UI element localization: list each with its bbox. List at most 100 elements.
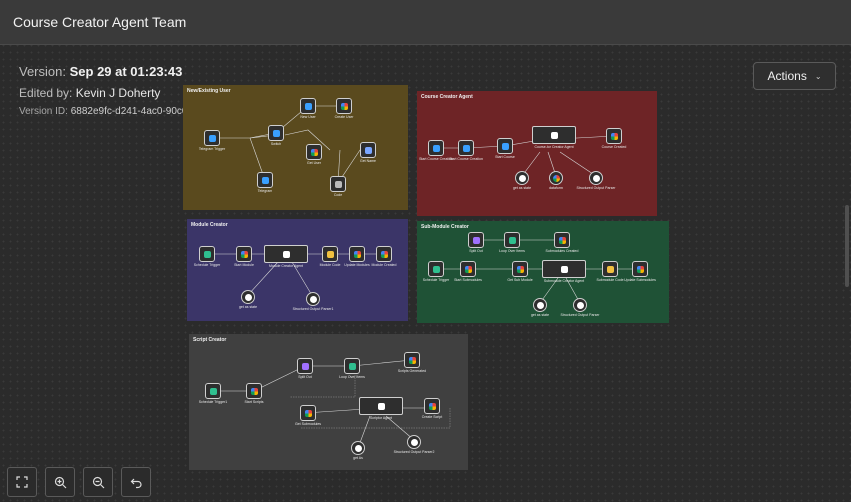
node-icon	[380, 250, 388, 258]
undo-button[interactable]	[121, 467, 151, 497]
group-course-creator-agent[interactable]: Course Creator Agent	[417, 91, 657, 216]
workflow-node[interactable]	[589, 171, 603, 185]
workflow-node[interactable]	[428, 140, 444, 156]
node-icon	[558, 236, 566, 244]
workflow-node[interactable]	[264, 245, 308, 263]
workflow-node[interactable]	[297, 358, 313, 374]
workflow-node[interactable]	[246, 383, 262, 399]
node-icon	[610, 132, 618, 140]
workflow-node[interactable]	[407, 435, 421, 449]
node-label: Start Submodules	[454, 278, 482, 282]
version-row: Version: Sep 29 at 01:23:43	[19, 64, 256, 79]
workflow-node[interactable]	[344, 358, 360, 374]
node-label: Module Created	[371, 263, 397, 267]
node-label: Structured Output Parser1	[292, 307, 334, 311]
node-icon	[240, 250, 248, 258]
node-icon	[432, 265, 440, 273]
workflow-node[interactable]	[532, 126, 576, 144]
fullscreen-button[interactable]	[7, 467, 37, 497]
workflow-node[interactable]	[606, 128, 622, 144]
node-label: Switch	[270, 142, 282, 146]
workflow-node[interactable]	[205, 383, 221, 399]
node-label: Submodule Code	[596, 278, 624, 282]
zoom-out-icon	[92, 476, 104, 488]
workflow-node[interactable]	[359, 397, 403, 415]
actions-button[interactable]: Actions ⌄	[753, 62, 836, 90]
node-label: Module Code	[319, 263, 341, 267]
node-icon	[606, 265, 614, 273]
workflow-node[interactable]	[204, 130, 220, 146]
node-label: Module Creator Agent	[268, 264, 304, 268]
workflow-node[interactable]	[632, 261, 648, 277]
zoom-out-button[interactable]	[83, 467, 113, 497]
workflow-node[interactable]	[199, 246, 215, 262]
workflow-node[interactable]	[424, 398, 440, 414]
node-label: Scripts Generated	[397, 369, 427, 373]
workflow-node[interactable]	[602, 261, 618, 277]
workflow-node[interactable]	[322, 246, 338, 262]
node-icon	[516, 265, 524, 273]
version-id-row: Version ID: 6882e9fc-d241-4ac0-90c0-85d8…	[19, 106, 256, 117]
workflow-node[interactable]	[257, 172, 273, 188]
top-bar: Course Creator Agent Team	[0, 0, 851, 45]
workflow-node[interactable]	[504, 232, 520, 248]
node-label: Update Modules	[344, 263, 370, 267]
node-label: Get Sub Module	[507, 278, 533, 282]
zoom-in-button[interactable]	[45, 467, 75, 497]
workflow-node[interactable]	[512, 261, 528, 277]
node-label: Get User	[306, 161, 321, 165]
workflow-node[interactable]	[404, 352, 420, 368]
workflow-node[interactable]	[573, 298, 587, 312]
workflow-node[interactable]	[497, 138, 513, 154]
node-icon	[377, 402, 385, 410]
workflow-node[interactable]	[306, 292, 320, 306]
node-icon	[536, 301, 544, 309]
workflow-node[interactable]	[458, 140, 474, 156]
scrollbar-thumb[interactable]	[845, 205, 849, 287]
node-label: Start Course Creation	[449, 157, 483, 161]
workflow-node[interactable]	[306, 144, 322, 160]
workflow-node[interactable]	[460, 261, 476, 277]
workflow-node[interactable]	[349, 246, 365, 262]
workflow-node[interactable]	[360, 142, 376, 158]
group-script-creator[interactable]: Script Creator	[189, 334, 468, 470]
workflow-node[interactable]	[300, 405, 316, 421]
workflow-node[interactable]	[241, 290, 255, 304]
workflow-node[interactable]	[554, 232, 570, 248]
workflow-node[interactable]	[549, 171, 563, 185]
workflow-node[interactable]	[330, 176, 346, 192]
canvas-toolbar	[7, 467, 151, 497]
workflow-node[interactable]	[468, 232, 484, 248]
group-label: New/Existing User	[187, 88, 231, 94]
node-label: Scriptor Agent	[370, 416, 392, 420]
workflow-node[interactable]	[268, 125, 284, 141]
node-label: Update Submodules	[624, 278, 656, 282]
workflow-node[interactable]	[515, 171, 529, 185]
workflow-node[interactable]	[351, 441, 365, 455]
workflow-node[interactable]	[428, 261, 444, 277]
group-module-creator[interactable]: Module Creator	[187, 219, 408, 321]
node-label: Loop Over Items	[339, 375, 365, 379]
node-icon	[576, 301, 584, 309]
node-label: Get Submodules	[294, 422, 322, 426]
node-icon	[432, 144, 440, 152]
node-icon	[518, 174, 526, 182]
workflow-node[interactable]	[300, 98, 316, 114]
node-icon	[282, 250, 290, 258]
node-label: get as state	[238, 305, 258, 309]
workflow-node[interactable]	[336, 98, 352, 114]
workflow-node[interactable]	[236, 246, 252, 262]
node-label: Structured Output Parser	[576, 186, 616, 190]
edited-by-value: Kevin J Doherty	[75, 86, 161, 100]
node-label: Telegram	[257, 189, 273, 193]
node-icon	[309, 295, 317, 303]
node-icon	[464, 265, 472, 273]
node-icon	[209, 387, 217, 395]
workflow-node[interactable]	[376, 246, 392, 262]
node-icon	[552, 174, 560, 182]
workflow-node[interactable]	[533, 298, 547, 312]
group-label: Module Creator	[191, 222, 228, 228]
node-label: Get Name	[360, 159, 376, 163]
workflow-node[interactable]	[542, 260, 586, 278]
